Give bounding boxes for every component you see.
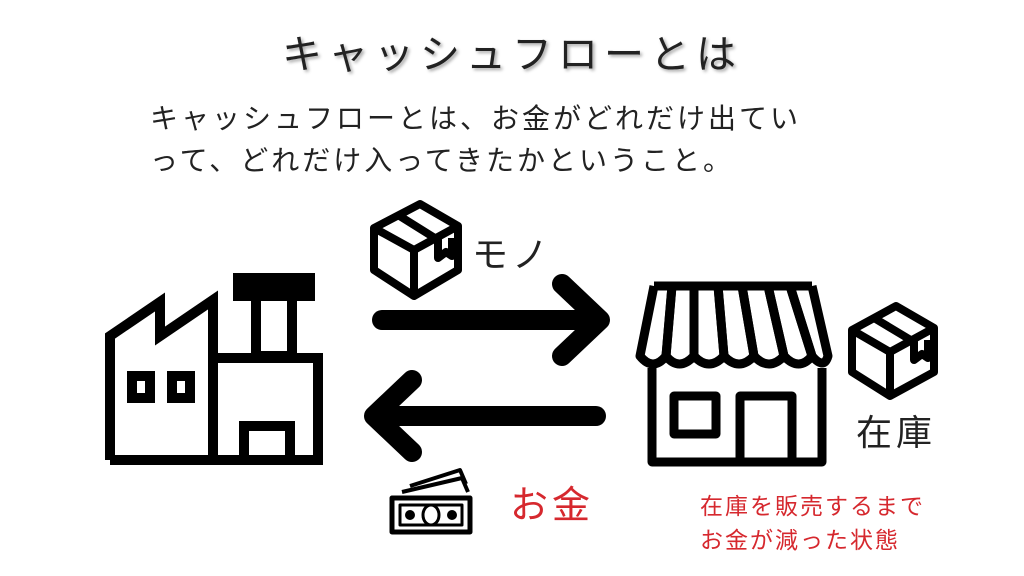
stock-note-line-2: お金が減った状態 [700, 528, 900, 554]
goods-label: モノ [472, 235, 553, 276]
description-line-2: って、どれだけ入ってきたかということ。 [150, 144, 734, 177]
stock-note-line-1: 在庫を販売するまで [700, 494, 925, 520]
description: キャッシュフローとは、お金がどれだけ出てい って、どれだけ入ってきたかということ… [150, 98, 910, 182]
stock-note: 在庫を販売するまで お金が減った状態 [700, 490, 925, 558]
money-label: お金 [510, 483, 595, 527]
stock-label: 在庫 [856, 413, 937, 454]
page-title: キャッシュフローとは [282, 32, 742, 78]
description-line-1: キャッシュフローとは、お金がどれだけ出てい [150, 102, 802, 135]
